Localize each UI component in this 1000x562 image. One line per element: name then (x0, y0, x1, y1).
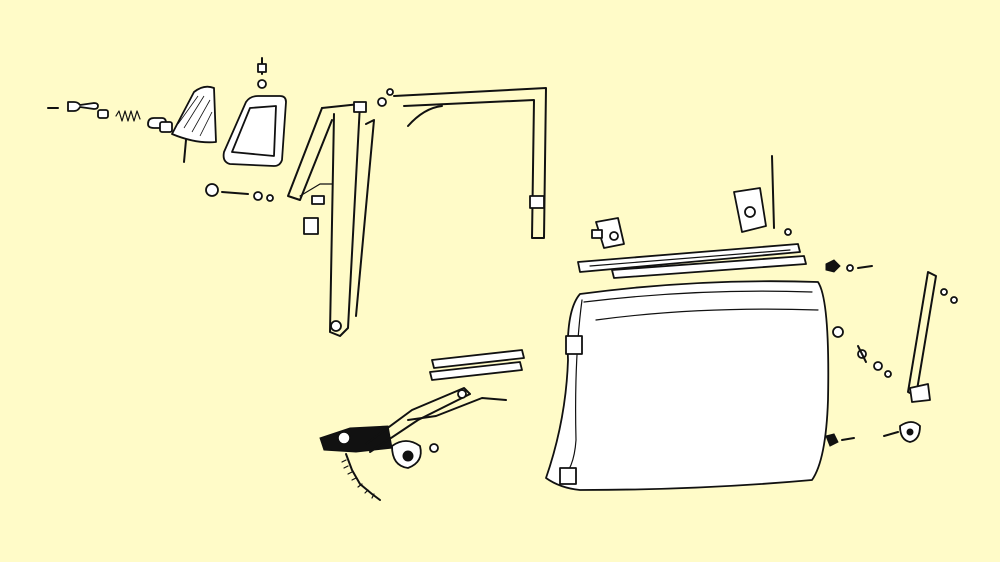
glass-runner-icon (429, 349, 525, 381)
window-regulator-icon (319, 387, 507, 501)
striker-icon (591, 217, 625, 249)
door-lock-icon (733, 155, 792, 236)
door-shell-icon (545, 280, 830, 491)
vent-seal-icon (222, 95, 287, 167)
pivot-bolts (205, 183, 274, 202)
window-channel-icon (377, 87, 547, 239)
vent-pivot-screw (257, 57, 267, 89)
check-strap-icon (907, 271, 958, 403)
quarter-vent-glass-icon (159, 85, 217, 163)
vent-frame-icon (287, 101, 375, 337)
right-fasteners (832, 326, 892, 378)
belt-moulding-icon (577, 243, 807, 279)
moulding-clips (825, 259, 873, 273)
bottom-fasteners (825, 421, 921, 447)
